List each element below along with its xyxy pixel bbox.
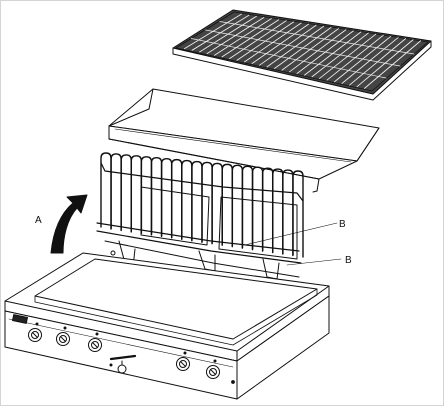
knob-cap	[91, 341, 99, 349]
brand-plate	[12, 314, 28, 324]
knob-marker	[213, 359, 217, 363]
rack-wire-loop	[251, 166, 264, 252]
curved-arrow-icon	[50, 194, 88, 254]
knob-cap	[179, 360, 187, 368]
knob-cap	[31, 331, 39, 339]
knob-indicator	[32, 332, 38, 338]
rack-wire-loop	[181, 159, 193, 242]
grate-crossbar	[205, 29, 401, 67]
knob-indicator	[60, 336, 66, 342]
callout-label-b-lower: B	[345, 255, 352, 266]
rack-wire-loop	[171, 158, 183, 241]
knob-marker	[63, 326, 67, 330]
knob-marker	[95, 332, 99, 336]
rack-wire-loop	[221, 163, 233, 248]
ignition-handle	[109, 354, 137, 374]
grate-crossbar	[219, 21, 415, 55]
drip-tray	[108, 88, 380, 193]
knob-indicator	[180, 361, 186, 367]
cooking-grate	[172, 9, 432, 101]
knob-indicator	[210, 369, 216, 375]
rack-wire-loop	[292, 170, 304, 258]
knob-marker	[35, 322, 39, 326]
knob-cap	[59, 335, 67, 343]
rack-wire-loop	[120, 154, 132, 233]
callout-label-a: A	[35, 215, 42, 226]
rack-wire-loop	[241, 165, 254, 251]
knob-indicator	[92, 342, 98, 348]
callout-label-b-upper: B	[339, 219, 346, 230]
rack-wire-loop	[261, 167, 274, 254]
rack-wire-loop	[272, 168, 284, 255]
rack-wire-loop	[140, 156, 153, 236]
rack-wire-loop	[110, 153, 122, 232]
rack-wire-loop	[191, 160, 203, 243]
rack-wire-loop	[282, 169, 294, 257]
leader-lines	[244, 222, 342, 266]
rack-wire-loop	[150, 157, 163, 238]
rack-wire-loop	[130, 155, 143, 235]
knob-cap	[209, 368, 217, 376]
wire-rack	[96, 152, 304, 280]
rack-wire-loop	[100, 152, 112, 230]
rack-wire-loop	[231, 164, 244, 249]
rack-wire-loop	[160, 157, 173, 239]
grill-base	[4, 252, 330, 400]
rack-wire-loop	[201, 161, 213, 245]
knob-marker	[183, 351, 187, 355]
grate-crossbar	[190, 38, 387, 79]
rack-wire-loop	[211, 162, 223, 246]
